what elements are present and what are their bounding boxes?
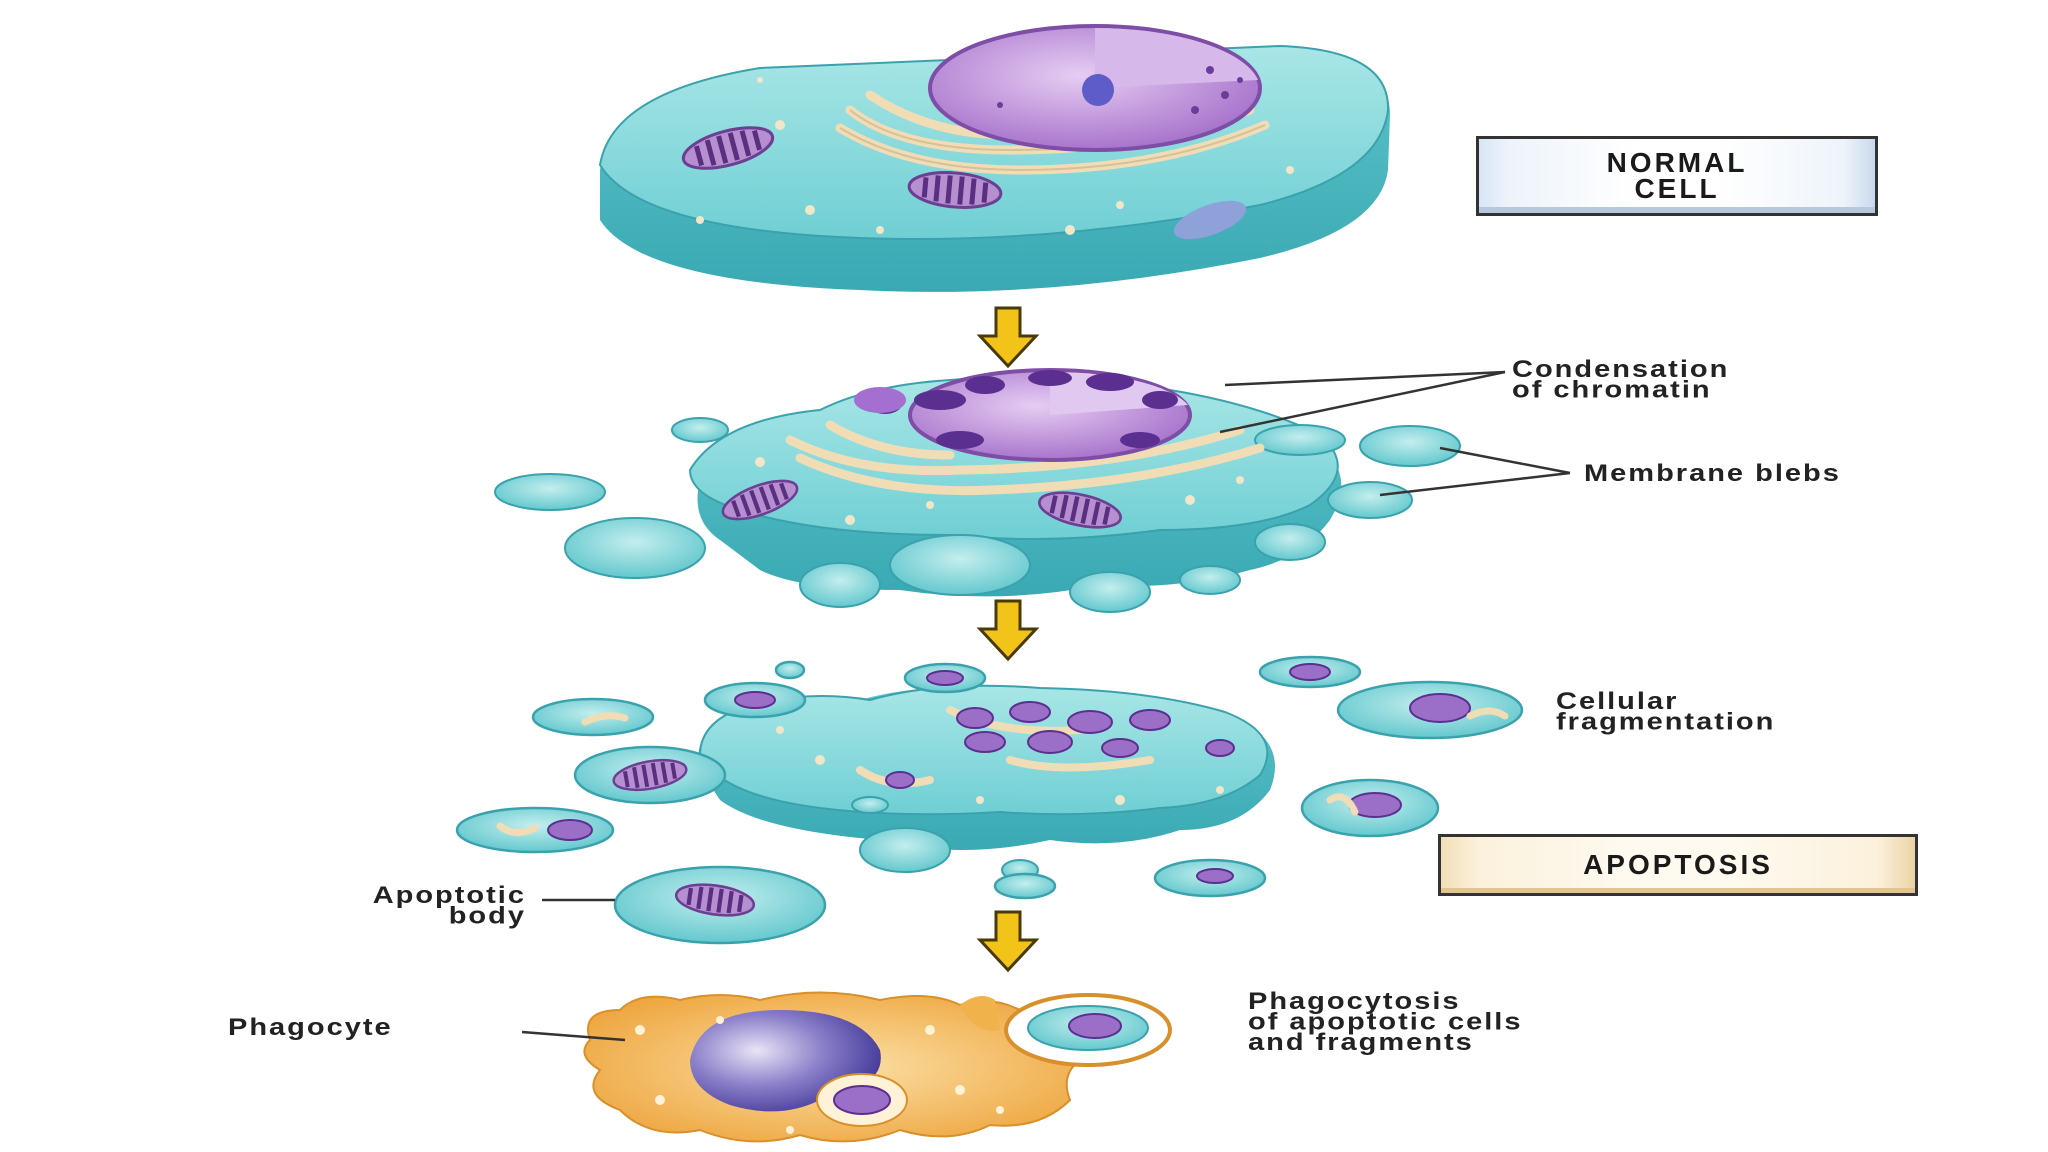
normal-cell-label-box: NORMAL CELL [1476,136,1878,216]
normal-cell [598,24,1390,292]
phagocytosis-line3: and fragments [1248,1029,1474,1056]
condensation-label: Condensation of chromatin [1512,356,1730,404]
normal-cell-label-line1: NORMAL [1606,147,1748,178]
membrane-blebs-text: Membrane blebs [1584,460,1841,487]
membrane-blebs-label: Membrane blebs [1584,460,1841,487]
apoptotic-bodies [455,655,1524,945]
phagocyte-text: Phagocyte [228,1014,393,1041]
cellular-fragmentation-label: Cellular fragmentation [1556,688,1776,736]
apoptotic-body-line2: body [448,903,526,930]
leader-lines-stage2 [1219,370,1571,497]
blebbing-cell [494,368,1461,613]
condensation-label-line2: of chromatin [1512,377,1712,404]
phagocyte [583,991,1172,1143]
normal-cell-label-line2: CELL [1634,173,1720,204]
fragmenting-cell [698,684,1275,881]
phagocytosis-line1: Phagocytosis [1248,988,1461,1015]
down-arrow-icon [978,599,1038,661]
down-arrow-icon [978,910,1038,972]
apoptotic-body-label: Apoptotic body [372,882,526,930]
phagocyte-leader [521,1030,626,1042]
apoptotic-body-line1: Apoptotic [372,882,526,909]
down-arrow-icon [978,306,1038,368]
fragmentation-line1: Cellular [1556,688,1679,715]
fragmentation-line2: fragmentation [1556,709,1776,736]
phagocyte-label: Phagocyte [228,1014,393,1041]
condensation-label-line1: Condensation [1512,356,1730,383]
apoptosis-label: APOPTOSIS [1583,849,1773,880]
apoptosis-label-box: APOPTOSIS [1438,834,1918,896]
phagocytosis-line2: of apoptotic cells [1248,1009,1523,1036]
phagocytosis-label: Phagocytosis of apoptotic cells and frag… [1248,988,1523,1056]
